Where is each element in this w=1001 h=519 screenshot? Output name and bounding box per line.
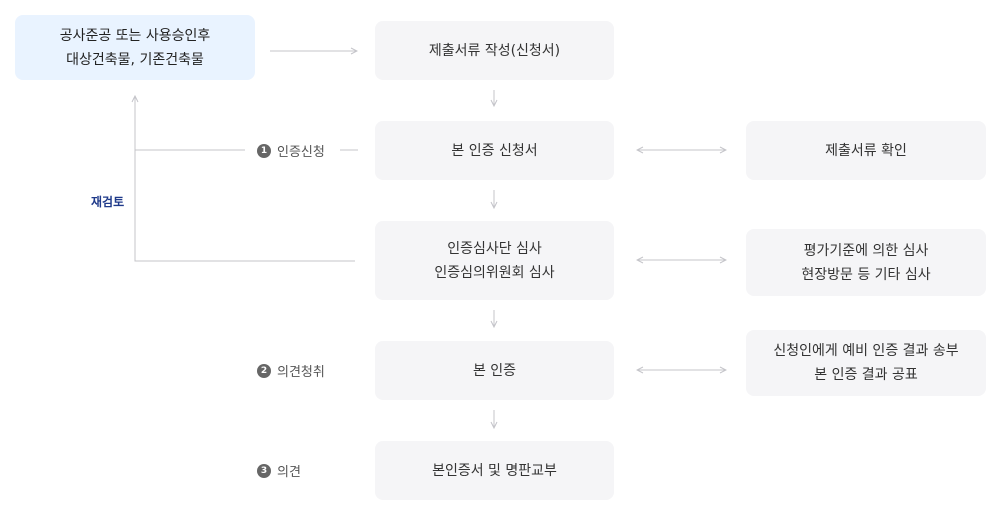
- notify-box: 신청인에게 예비 인증 결과 송부 본 인증 결과 공표: [746, 330, 986, 396]
- start-line-1: 공사준공 또는 사용승인후: [59, 27, 211, 44]
- evaluation-line-1: 평가기준에 의한 심사: [803, 242, 929, 259]
- check-docs-box: 제출서류 확인: [746, 121, 986, 180]
- recheck-feedback-line: [135, 96, 355, 262]
- review-line-2: 인증심의위원회 심사: [434, 264, 555, 281]
- step-2-label: 의견청취: [277, 365, 325, 380]
- step-3: 3 의견: [257, 461, 301, 480]
- submit-docs-box: 제출서류 작성(신청서): [375, 21, 614, 80]
- review-line-1: 인증심사단 심사: [447, 240, 542, 257]
- evaluation-line-2: 현장방문 등 기타 심사: [801, 266, 931, 283]
- main-application-label: 본 인증 신청서: [451, 142, 538, 159]
- main-cert-box: 본 인증: [375, 341, 614, 400]
- issue-label: 본인증서 및 명판교부: [432, 462, 557, 479]
- step-3-label: 의견: [277, 465, 301, 480]
- submit-docs-label: 제출서류 작성(신청서): [428, 42, 561, 59]
- main-cert-label: 본 인증: [472, 362, 517, 379]
- step-1-number: 1: [257, 143, 271, 158]
- main-application-box: 본 인증 신청서: [375, 121, 614, 180]
- review-box: 인증심사단 심사 인증심의위원회 심사: [375, 221, 614, 300]
- notify-line-2: 본 인증 결과 공표: [814, 367, 918, 383]
- step-2: 2 의견청취: [257, 361, 325, 380]
- start-line-2: 대상건축물, 기존건축물: [66, 51, 204, 68]
- step-1: 1 인증신청: [257, 141, 325, 160]
- step-2-number: 2: [257, 363, 271, 378]
- step-1-label: 인증신청: [277, 145, 325, 160]
- issue-box: 본인증서 및 명판교부: [375, 441, 614, 500]
- check-docs-label: 제출서류 확인: [825, 142, 907, 159]
- evaluation-box: 평가기준에 의한 심사 현장방문 등 기타 심사: [746, 229, 986, 296]
- notify-line-1: 신청인에게 예비 인증 결과 송부: [773, 343, 959, 359]
- recheck-label: 재검토: [91, 195, 125, 209]
- start-box: 공사준공 또는 사용승인후 대상건축물, 기존건축물: [15, 15, 255, 80]
- step-3-number: 3: [257, 463, 271, 478]
